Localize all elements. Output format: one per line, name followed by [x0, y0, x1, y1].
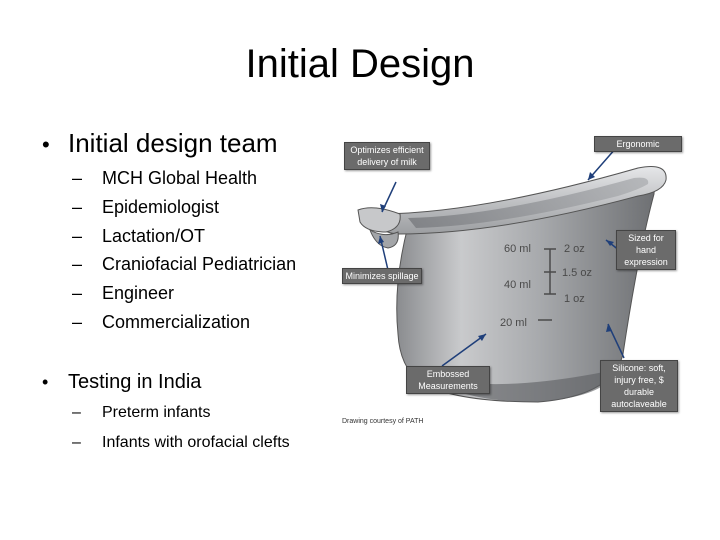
marking-40ml: 40 ml [504, 279, 531, 291]
bullet-design-team: • Initial design team [42, 128, 278, 159]
sub-item: –Infants with orofacial clefts [72, 434, 290, 451]
marking-2oz: 2 oz [564, 243, 585, 255]
feeding-cup-figure: 60 ml 40 ml 20 ml 2 oz 1.5 oz 1 oz Optim… [338, 134, 684, 426]
marking-20ml: 20 ml [500, 317, 527, 329]
sub-item: –Craniofacial Pediatrician [72, 254, 297, 274]
sub-item: –Preterm infants [72, 404, 211, 421]
bullet-text: Initial design team [68, 128, 278, 158]
sub-item: –Engineer [72, 283, 175, 303]
bullet-dot: • [42, 132, 50, 157]
label-silicone: Silicone: soft, injury free, $ durable a… [600, 360, 678, 412]
slide-title: Initial Design [245, 42, 475, 86]
label-embossed: Embossed Measurements [406, 366, 490, 394]
bullet-testing-india: • Testing in India [42, 371, 201, 394]
arrowheads [378, 172, 614, 341]
label-sized: Sized for hand expression [616, 230, 676, 270]
marking-1-5oz: 1.5 oz [562, 267, 592, 279]
marking-1oz: 1 oz [564, 293, 585, 305]
figure-credit: Drawing courtesy of PATH [342, 418, 424, 425]
sub-item: –Commercialization [72, 312, 251, 332]
sub-item: –Lactation/OT [72, 226, 206, 246]
marking-60ml: 60 ml [504, 243, 531, 255]
label-optimizes: Optimizes efficient delivery of milk [344, 142, 430, 170]
bullet-text: Testing in India [68, 371, 202, 393]
sub-item: –MCH Global Health [72, 168, 258, 188]
label-minimizes: Minimizes spillage [342, 268, 422, 284]
bullet-dot: • [42, 372, 49, 392]
label-ergonomic: Ergonomic [594, 136, 682, 152]
feeding-cup-illustration: 60 ml 40 ml 20 ml 2 oz 1.5 oz 1 oz [357, 147, 667, 403]
sub-item: –Epidemiologist [72, 197, 220, 217]
